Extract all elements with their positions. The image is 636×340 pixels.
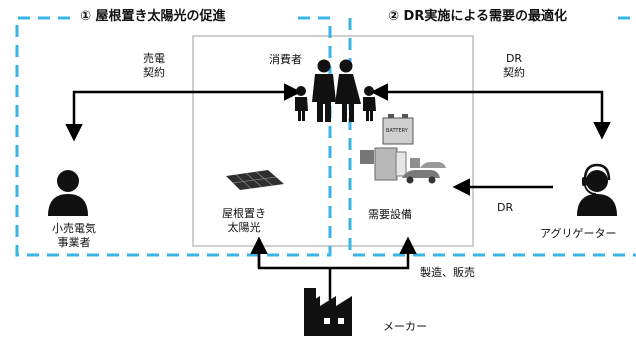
sales-contract-line1: 売電 bbox=[143, 52, 165, 65]
solar-label: 屋根置き 太陽光 bbox=[214, 207, 274, 235]
dr-label: DR bbox=[497, 201, 514, 214]
maker-label: メーカー bbox=[383, 320, 427, 333]
demand-equipment-label: 需要設備 bbox=[368, 208, 412, 221]
sales-contract-arrow bbox=[65, 83, 302, 142]
solar-label-line1: 屋根置き bbox=[222, 207, 266, 220]
dr-contract-line1: DR bbox=[505, 52, 523, 65]
right-section-title: ② DR実施による需要の最適化 bbox=[382, 8, 573, 26]
person-icon bbox=[48, 170, 88, 216]
solar-label-line2: 太陽光 bbox=[227, 221, 261, 234]
retailer-label-line1: 小売電気 bbox=[52, 222, 96, 235]
headset-person-icon bbox=[577, 163, 617, 216]
sales-contract-line2: 契約 bbox=[143, 66, 165, 79]
dr-contract-arrow bbox=[370, 83, 611, 140]
manufacture-sales-label: 製造、販売 bbox=[420, 266, 475, 279]
manufacture-arrow bbox=[257, 240, 408, 300]
aggregator-label: アグリゲーター bbox=[540, 227, 617, 240]
demand-equipment-icon: BATTERY bbox=[360, 114, 446, 184]
dr-contract-line2: 契約 bbox=[503, 66, 525, 79]
left-section-title: ① 屋根置き太陽光の促進 bbox=[74, 8, 232, 26]
family-icon bbox=[295, 59, 376, 122]
left-section-border bbox=[15, 16, 332, 257]
right-section-border bbox=[348, 16, 636, 257]
consumer-label: 消費者 bbox=[269, 53, 302, 66]
battery-label: BATTERY bbox=[386, 128, 409, 134]
solar-panel-icon bbox=[226, 170, 284, 190]
retailer-label-line2: 事業者 bbox=[57, 236, 91, 249]
retailer-label: 小売電気 事業者 bbox=[44, 222, 104, 250]
factory-icon bbox=[304, 288, 352, 336]
dr-contract-label: DR 契約 bbox=[494, 52, 534, 80]
sales-contract-label: 売電 契約 bbox=[134, 52, 174, 80]
